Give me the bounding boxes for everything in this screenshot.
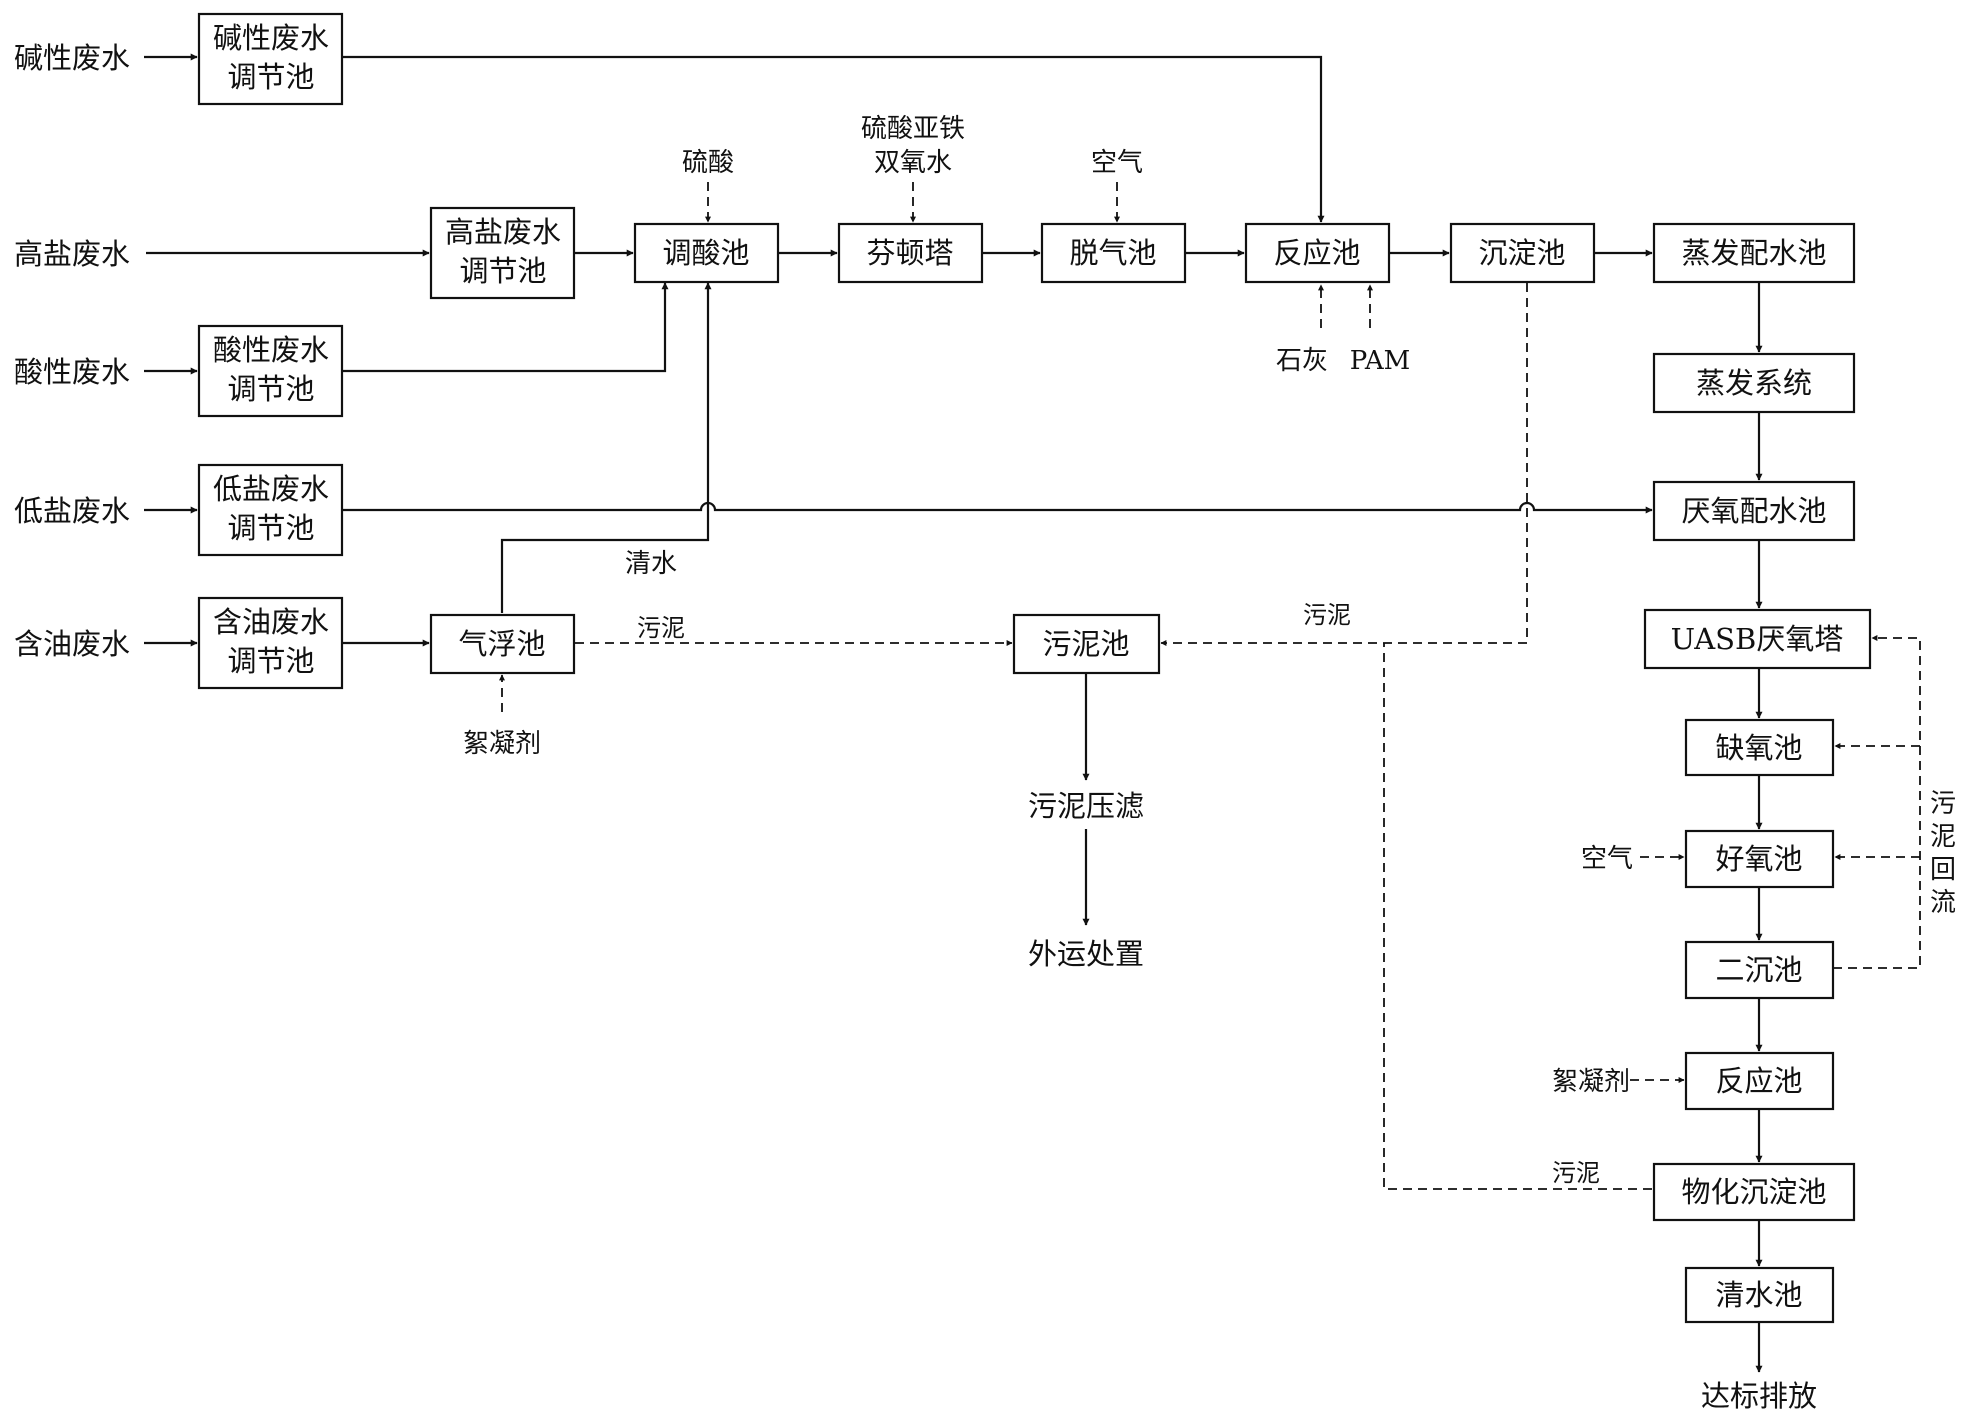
label-sludge-flotation: 污泥 bbox=[637, 614, 685, 642]
reagent-hydrogen-peroxide: 双氧水 bbox=[874, 148, 952, 178]
evap-mix-box bbox=[1652, 222, 1856, 284]
flow-clear-water-return bbox=[500, 282, 712, 613]
acidic-tank-box bbox=[197, 324, 344, 418]
label-sludge-return-3: 回 bbox=[1930, 855, 1956, 885]
sediment1-label: 沉淀池 bbox=[1478, 236, 1565, 270]
acid-adjust-box bbox=[633, 222, 780, 284]
air-flotation-label: 气浮池 bbox=[458, 627, 545, 661]
acid-adjust-label: 调酸池 bbox=[662, 236, 749, 270]
degas-label: 脱气池 bbox=[1069, 236, 1156, 270]
low-salt-tank-label-2: 调节池 bbox=[227, 511, 314, 545]
sludge-physchem-return bbox=[1383, 643, 1652, 1190]
uasb-label: UASB厌氧塔 bbox=[1671, 622, 1844, 656]
source-oily: 含油废水 bbox=[14, 627, 130, 661]
label-sludge-physchem: 污泥 bbox=[1552, 1159, 1600, 1187]
reaction1-label: 反应池 bbox=[1273, 236, 1360, 270]
reagent-ferrous-sulfate: 硫酸亚铁 bbox=[861, 114, 965, 144]
low-salt-tank-label-1: 低盐废水 bbox=[213, 472, 329, 506]
anoxic-box bbox=[1684, 718, 1835, 777]
aerobic-label: 好氧池 bbox=[1715, 842, 1802, 876]
outward-disposal-label: 外运处置 bbox=[1028, 937, 1144, 971]
sludge-press-label: 污泥压滤 bbox=[1028, 789, 1144, 823]
alkaline-tank-box bbox=[197, 12, 344, 106]
reagent-flocculant-reaction: 絮凝剂 bbox=[1552, 1067, 1630, 1097]
sediment1-box bbox=[1449, 222, 1596, 284]
reaction2-label: 反应池 bbox=[1715, 1064, 1802, 1098]
reagent-labels: 硫酸 硫酸亚铁 双氧水 空气 石灰 PAM 絮凝剂 空气 絮凝剂 清水 污泥 污… bbox=[463, 114, 1956, 1187]
anoxic-label: 缺氧池 bbox=[1715, 731, 1802, 765]
secondary-clarifier-label: 二沉池 bbox=[1715, 953, 1802, 987]
flow-acidic-to-adjust bbox=[342, 282, 669, 373]
acidic-tank-label-2: 调节池 bbox=[227, 372, 314, 406]
source-labels: 碱性废水 高盐废水 酸性废水 低盐废水 含油废水 bbox=[14, 41, 130, 661]
reagent-sulfuric-acid: 硫酸 bbox=[682, 148, 734, 178]
label-sludge-return-2: 泥 bbox=[1930, 822, 1956, 852]
reagent-lime: 石灰 bbox=[1276, 346, 1328, 376]
source-alkaline: 碱性废水 bbox=[14, 41, 130, 75]
air-flotation-box bbox=[429, 613, 576, 675]
source-high-salt: 高盐废水 bbox=[14, 237, 130, 271]
anaerobic-mix-box bbox=[1652, 480, 1856, 542]
physchem-sediment-box bbox=[1652, 1162, 1856, 1222]
source-low-salt: 低盐废水 bbox=[14, 494, 130, 528]
reaction1-box bbox=[1244, 222, 1391, 284]
reagent-air-aerobic: 空气 bbox=[1581, 844, 1633, 874]
alkaline-tank-label-2: 调节池 bbox=[227, 60, 314, 94]
solid-flow-lines bbox=[144, 53, 1763, 1373]
discharge-label: 达标排放 bbox=[1701, 1379, 1817, 1413]
anaerobic-mix-label: 厌氧配水池 bbox=[1681, 494, 1826, 528]
dashed-flow-lines bbox=[499, 182, 1921, 1190]
sludge-return-to-uasb bbox=[1833, 635, 1921, 969]
flow-low-salt-to-anaerobic bbox=[342, 501, 1653, 514]
label-sludge-sediment: 污泥 bbox=[1303, 601, 1351, 629]
sludge-sediment-to-sludge-tank bbox=[1160, 283, 1528, 646]
degas-box bbox=[1040, 222, 1187, 284]
acidic-tank-label-1: 酸性废水 bbox=[213, 333, 329, 367]
alkaline-tank-label-1: 碱性废水 bbox=[213, 21, 329, 55]
physchem-sediment-label: 物化沉淀池 bbox=[1681, 1175, 1826, 1209]
oily-tank-label-2: 调节池 bbox=[227, 644, 314, 678]
evap-system-box bbox=[1652, 352, 1856, 414]
fenton-label: 芬顿塔 bbox=[866, 236, 953, 270]
clear-water-tank-label: 清水池 bbox=[1715, 1278, 1802, 1312]
reagent-air-top: 空气 bbox=[1091, 148, 1143, 178]
aerobic-box bbox=[1684, 829, 1835, 889]
fenton-box bbox=[837, 222, 984, 284]
high-salt-tank-label-1: 高盐废水 bbox=[445, 215, 561, 249]
oily-tank-box bbox=[197, 596, 344, 690]
sludge-tank-label: 污泥池 bbox=[1042, 627, 1129, 661]
oily-tank-label-1: 含油废水 bbox=[213, 605, 329, 639]
uasb-box bbox=[1643, 608, 1872, 670]
sludge-tank-box bbox=[1012, 613, 1161, 675]
clear-water-tank-box bbox=[1684, 1266, 1835, 1324]
evap-system-label: 蒸发系统 bbox=[1696, 366, 1812, 400]
label-sludge-return-4: 流 bbox=[1930, 888, 1956, 918]
reaction2-box bbox=[1684, 1051, 1835, 1111]
source-acidic: 酸性废水 bbox=[14, 355, 130, 389]
evap-mix-label: 蒸发配水池 bbox=[1681, 236, 1826, 270]
reagent-flocculant-flotation: 絮凝剂 bbox=[463, 729, 541, 759]
high-salt-tank-label-2: 调节池 bbox=[459, 254, 546, 288]
label-clear-water: 清水 bbox=[625, 549, 677, 579]
label-sludge-return-1: 污 bbox=[1930, 789, 1956, 819]
process-units bbox=[197, 12, 1872, 1324]
unit-labels: 碱性废水 调节池 高盐废水 调节池 酸性废水 调节池 低盐废水 调节池 含油废水… bbox=[213, 21, 1843, 1413]
high-salt-tank-box bbox=[429, 206, 576, 300]
secondary-clarifier-box bbox=[1684, 940, 1835, 1000]
flow-alkaline-to-reaction bbox=[342, 55, 1325, 223]
low-salt-tank-box bbox=[197, 463, 344, 557]
reagent-pam: PAM bbox=[1350, 346, 1411, 376]
